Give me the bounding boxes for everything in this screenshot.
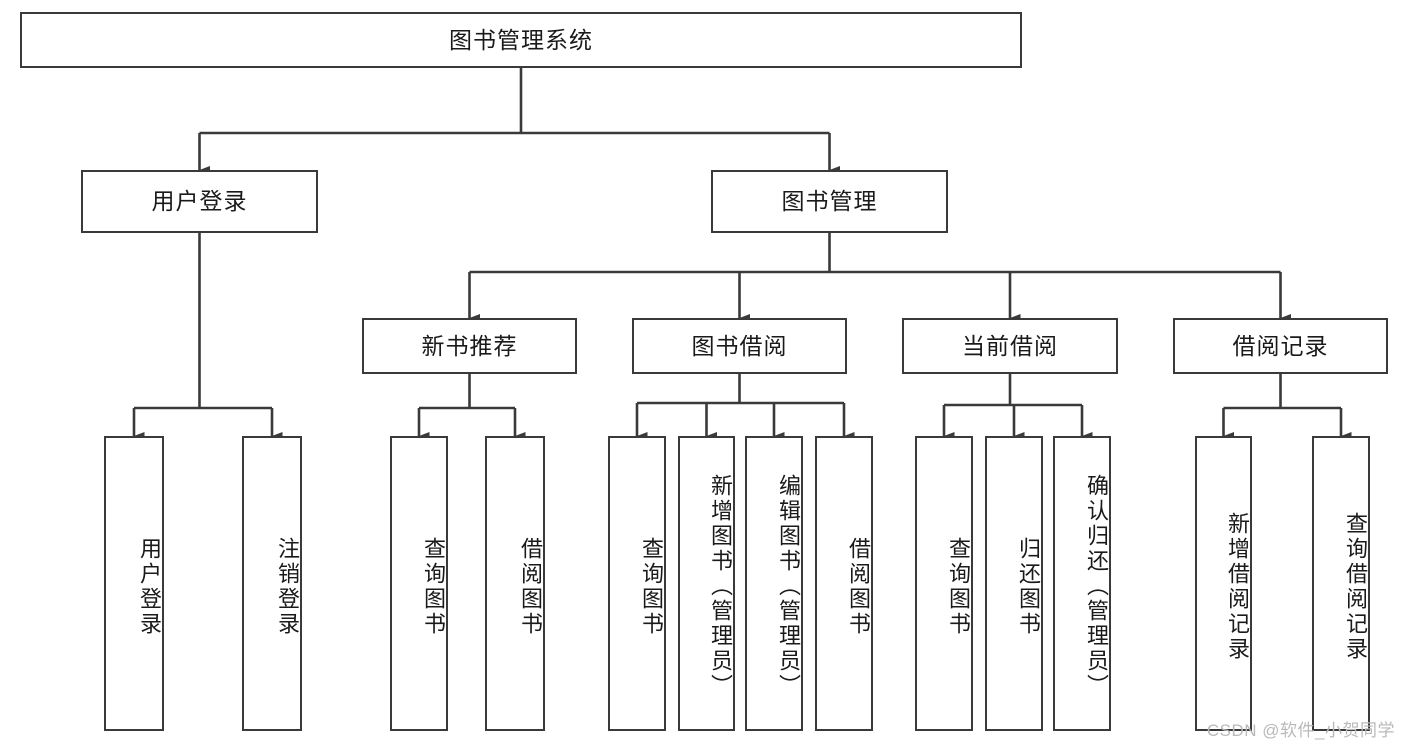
leaf-query-book-current[interactable]: 查询图书 [915,436,973,731]
leaf-return-book[interactable]: 归还图书 [985,436,1043,731]
node-label: 注销登录 [275,536,300,637]
node-root[interactable]: 图书管理系统 [20,12,1022,68]
node-label: 图书管理系统 [449,26,593,53]
leaf-user-login[interactable]: 用户登录 [104,436,164,731]
node-label: 确认归还（管理员） [1084,474,1109,699]
node-label: 借阅图书 [518,536,543,637]
node-label: 编辑图书（管理员） [776,474,801,699]
leaf-logout[interactable]: 注销登录 [242,436,302,731]
node-label: 借阅记录 [1232,332,1329,359]
node-label: 用户登录 [137,536,162,637]
node-label: 新增借阅记录 [1225,511,1250,662]
leaf-borrow-book[interactable]: 借阅图书 [815,436,873,731]
leaf-query-book-borrow[interactable]: 查询图书 [608,436,666,731]
leaf-confirm-return-admin[interactable]: 确认归还（管理员） [1053,436,1111,731]
node-label: 图书管理 [781,188,878,215]
leaf-query-borrow-record[interactable]: 查询借阅记录 [1312,436,1370,731]
node-new-book-recommend[interactable]: 新书推荐 [362,318,577,374]
node-user-login[interactable]: 用户登录 [81,170,318,233]
node-label: 当前借阅 [962,332,1058,359]
node-borrow-record[interactable]: 借阅记录 [1173,318,1388,374]
leaf-borrow-book-recommend[interactable]: 借阅图书 [485,436,545,731]
node-label: 新增图书（管理员） [708,474,733,699]
node-label: 用户登录 [151,188,248,215]
node-label: 图书借阅 [691,332,788,359]
node-label: 新书推荐 [421,332,518,359]
node-label: 查询图书 [639,536,664,637]
node-label: 借阅图书 [846,536,871,637]
node-current-borrow[interactable]: 当前借阅 [902,318,1118,374]
leaf-add-borrow-record[interactable]: 新增借阅记录 [1195,436,1252,731]
node-label: 查询借阅记录 [1343,511,1368,662]
node-label: 查询图书 [421,536,446,637]
leaf-query-book-recommend[interactable]: 查询图书 [390,436,448,731]
leaf-edit-book-admin[interactable]: 编辑图书（管理员） [745,436,803,731]
node-book-borrow[interactable]: 图书借阅 [632,318,847,374]
node-label: 归还图书 [1016,536,1041,637]
leaf-add-book-admin[interactable]: 新增图书（管理员） [678,436,735,731]
node-label: 查询图书 [946,536,971,637]
csdn-watermark: CSDN @软件_小贺同学 [1206,721,1395,740]
node-book-management[interactable]: 图书管理 [711,170,948,233]
